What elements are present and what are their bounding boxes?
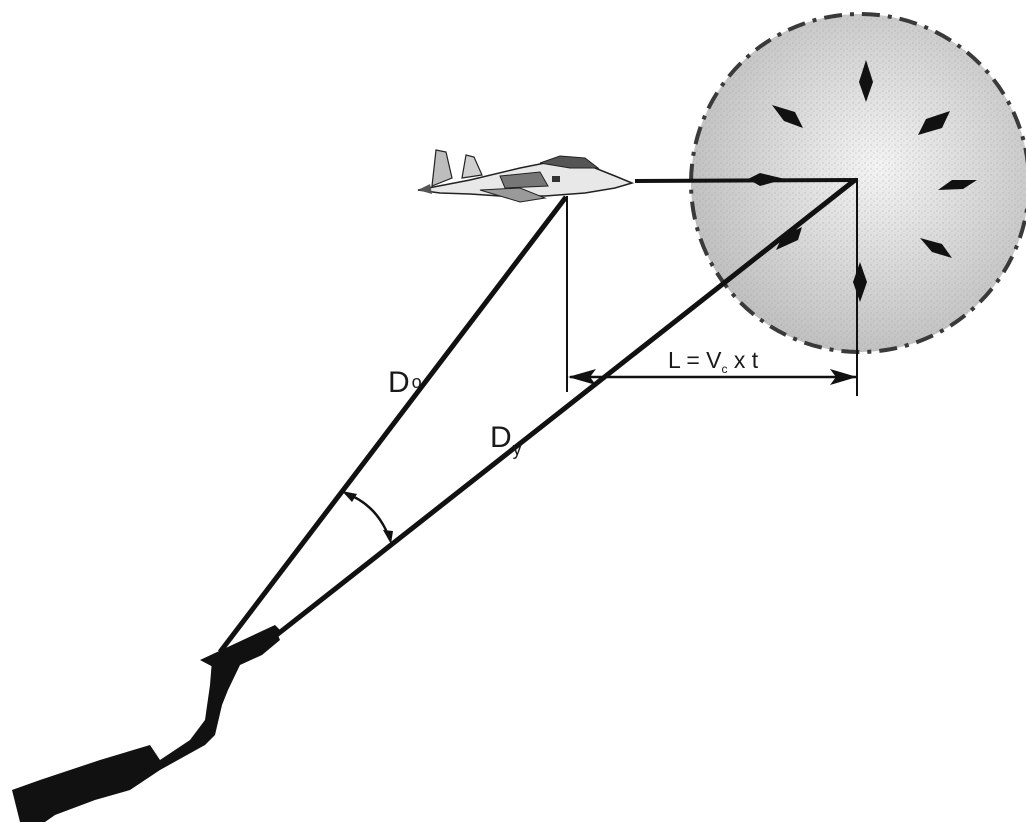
svg-text:L = Vc x t: L = Vc x t <box>668 347 759 376</box>
fragment-marker <box>918 111 950 135</box>
missile-launcher-silhouette <box>12 625 282 822</box>
fragment-marker <box>772 105 803 128</box>
fragment-marker <box>938 180 977 190</box>
flight-path-arrow <box>748 173 785 186</box>
dy-line <box>258 178 857 650</box>
distance-dimension <box>568 369 857 385</box>
svg-text:Dy: Dy <box>490 421 522 459</box>
distance-label: L = Vc x t <box>668 347 759 376</box>
dy-arrow <box>770 218 806 244</box>
burst-zone <box>689 12 1026 354</box>
fragment-marker <box>859 60 873 102</box>
d0-line <box>218 195 568 654</box>
fighter-jet-icon <box>417 149 635 203</box>
svg-text:Do: Do <box>388 366 422 399</box>
flight-path-line <box>634 178 859 183</box>
dy-label: Dy <box>490 421 522 459</box>
fragment-marker <box>776 227 802 250</box>
lead-angle-arc <box>342 491 393 544</box>
fragment-marker <box>920 238 952 258</box>
